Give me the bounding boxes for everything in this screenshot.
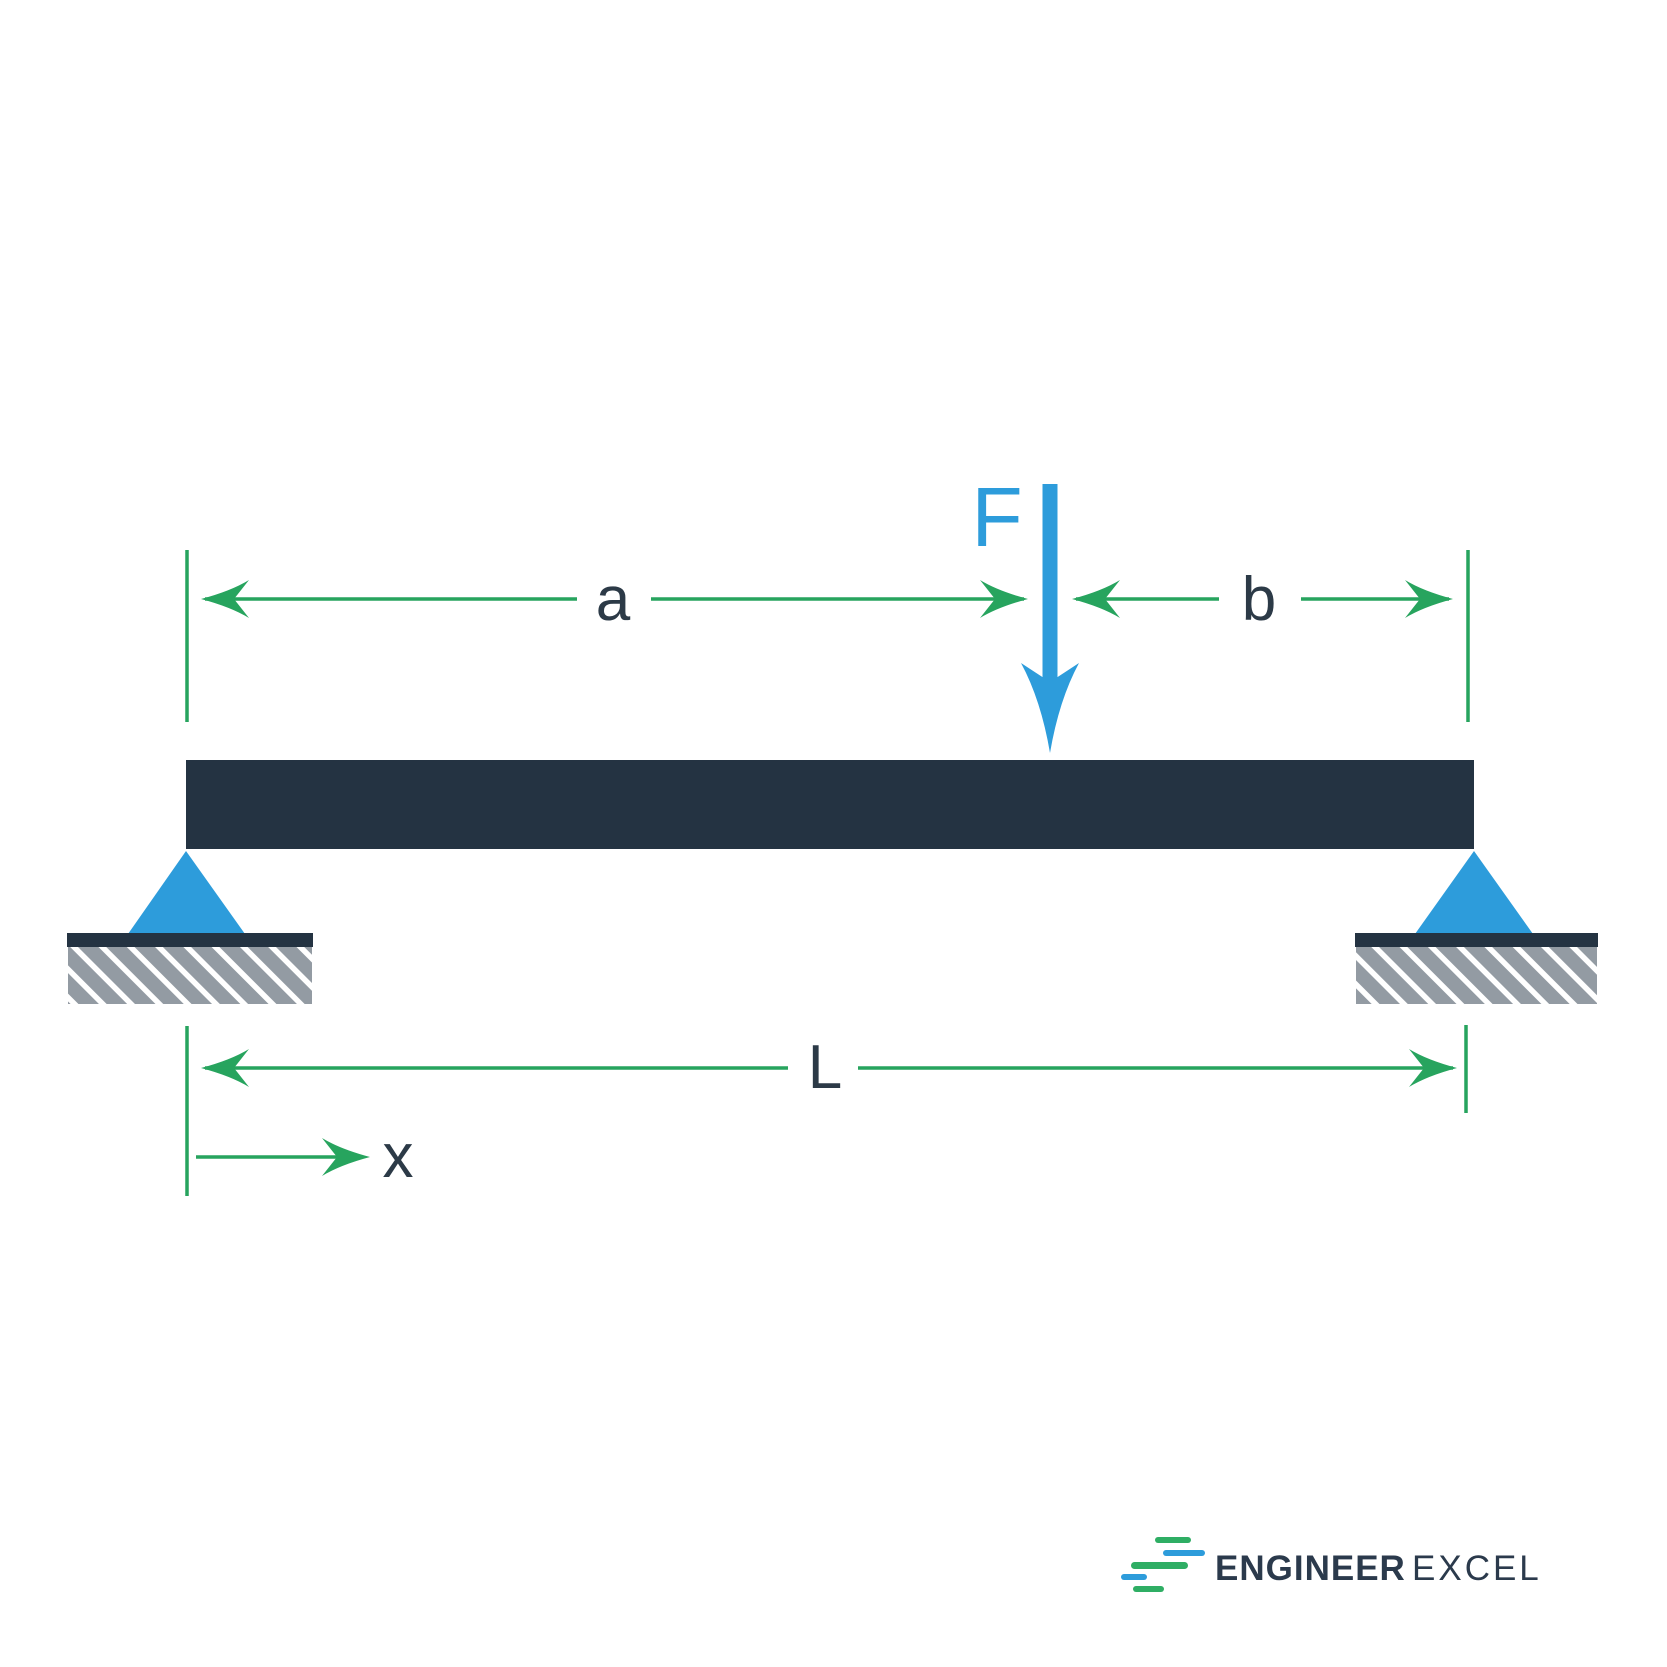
dimension-a: a <box>201 565 1028 634</box>
logo-text-engineer: ENGINEER <box>1215 1549 1406 1588</box>
dim-b-right-arrowhead <box>1405 580 1453 618</box>
ground-right-bar <box>1355 933 1598 947</box>
logo-dash <box>1155 1537 1191 1543</box>
support-left-triangle <box>128 851 245 934</box>
dimension-L: L <box>201 1033 1457 1102</box>
dim-b-label: b <box>1242 565 1276 634</box>
dim-a-label: a <box>596 565 631 634</box>
x-axis-arrowhead <box>322 1138 370 1176</box>
force-arrowhead <box>1021 663 1079 753</box>
brand-logo: ENGINEER EXCEL <box>1121 1537 1542 1592</box>
logo-text-excel: EXCEL <box>1412 1549 1542 1588</box>
logo-dashes-icon <box>1121 1537 1205 1592</box>
ground-left-hatch <box>68 947 312 1004</box>
dim-a-right-arrowhead <box>980 580 1028 618</box>
logo-dash <box>1121 1574 1147 1580</box>
ground-right <box>1355 933 1598 1004</box>
logo-dash <box>1131 1562 1188 1569</box>
dim-L-right-arrowhead <box>1409 1049 1457 1087</box>
x-axis-arrow: x <box>196 1122 414 1191</box>
x-axis-label: x <box>383 1122 414 1191</box>
logo-dash <box>1163 1550 1205 1556</box>
support-right-triangle <box>1415 851 1533 934</box>
dim-L-label: L <box>808 1033 842 1102</box>
force-arrow <box>1021 484 1079 753</box>
force-label: F <box>971 470 1022 564</box>
beam <box>186 760 1474 849</box>
logo-dash <box>1133 1586 1164 1592</box>
ground-right-hatch <box>1356 947 1597 1004</box>
ground-left-bar <box>67 933 313 947</box>
dimension-b: b <box>1072 565 1453 634</box>
ground-left <box>67 933 313 1004</box>
